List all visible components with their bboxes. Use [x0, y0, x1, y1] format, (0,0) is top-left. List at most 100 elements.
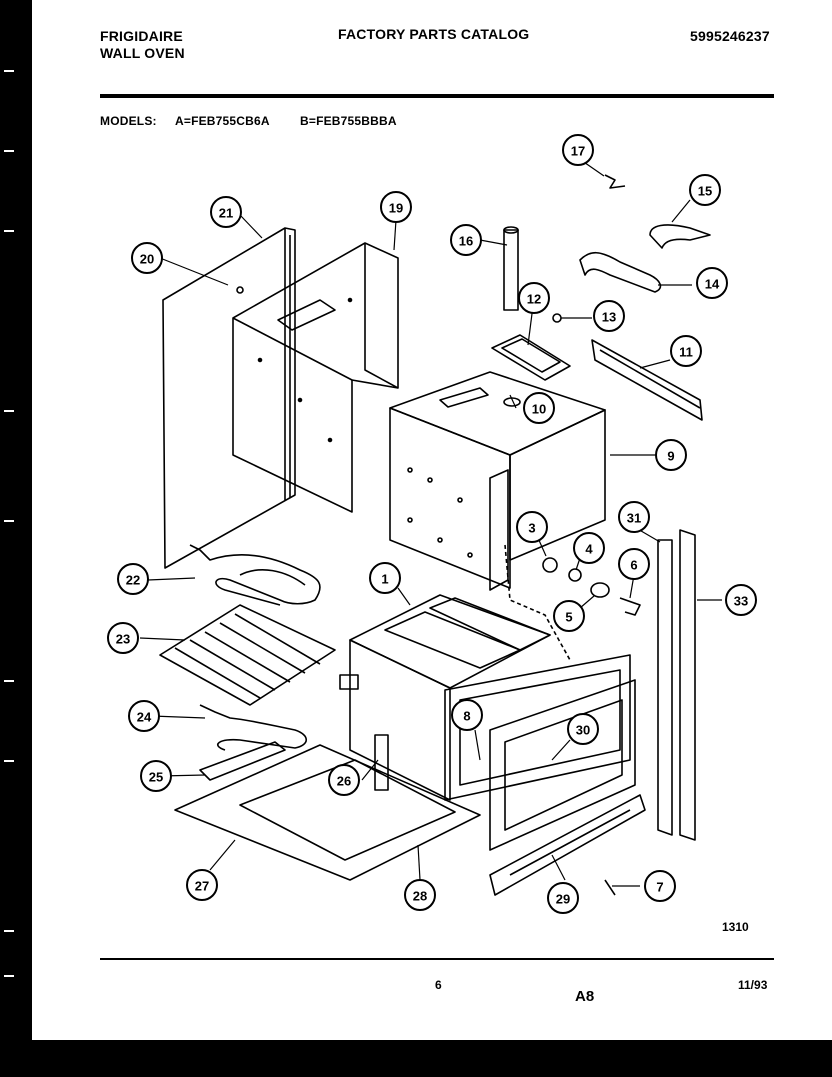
callout-26: 26 [328, 764, 360, 796]
model-b: B=FEB755BBBA [300, 114, 397, 128]
callout-label: 29 [556, 892, 570, 907]
callout-1: 1 [369, 562, 401, 594]
callout-21: 21 [210, 196, 242, 228]
vent-part [491, 334, 571, 381]
callout-label: 26 [337, 774, 351, 789]
callout-22: 22 [117, 563, 149, 595]
callout-11: 11 [670, 335, 702, 367]
callout-label: 33 [734, 594, 748, 609]
callout-label: 14 [705, 277, 720, 292]
callout-label: 10 [532, 402, 546, 417]
callout-label: 28 [413, 889, 427, 904]
models-label: MODELS: [100, 114, 157, 128]
callout-label: 8 [463, 709, 470, 724]
revision-date: 11/93 [738, 978, 768, 992]
outer-wrapper-part [389, 371, 606, 591]
footer-rule [100, 958, 774, 960]
callout-label: 7 [656, 880, 663, 895]
callout-4: 4 [573, 532, 605, 564]
callout-label: 9 [667, 449, 674, 464]
oven-liner-part [339, 594, 551, 801]
page-number: 6 [435, 978, 442, 992]
model-a: A=FEB755CB6A [175, 114, 270, 128]
callout-label: 16 [459, 234, 473, 249]
control-panel-part [489, 794, 646, 896]
callout-19: 19 [380, 191, 412, 223]
callout-label: 23 [116, 632, 130, 647]
brace-part [374, 734, 389, 791]
side-trim-part [657, 529, 696, 841]
callout-label: 15 [698, 184, 712, 199]
scan-border-left [0, 0, 32, 1077]
callout-10: 10 [523, 392, 555, 424]
header-rule [100, 94, 774, 98]
callout-15: 15 [689, 174, 721, 206]
callout-5: 5 [553, 600, 585, 632]
figure-code: 1310 [722, 920, 749, 934]
callout-label: 21 [219, 206, 233, 221]
callout-label: 13 [602, 310, 616, 325]
callout-8: 8 [451, 699, 483, 731]
callout-label: 20 [140, 252, 154, 267]
callout-23: 23 [107, 622, 139, 654]
callout-28: 28 [404, 879, 436, 911]
callout-label: 17 [571, 144, 585, 159]
callout-16: 16 [450, 224, 482, 256]
callout-24: 24 [128, 700, 160, 732]
catalog-number: 5995246237 [690, 28, 770, 44]
callout-label: 6 [630, 558, 637, 573]
vent-tube-part [503, 226, 519, 311]
inner-door-part [489, 679, 636, 851]
bottom-panel-part [174, 744, 481, 881]
callout-label: 11 [679, 345, 693, 360]
screw-part [604, 879, 616, 896]
brand-name: FRIGIDAIRE [100, 28, 183, 44]
elbow-part [649, 224, 711, 249]
bracket-part [591, 339, 703, 421]
callout-label: 27 [195, 879, 209, 894]
callout-label: 30 [576, 723, 590, 738]
callout-6: 6 [618, 548, 650, 580]
section-code: A8 [575, 988, 595, 1005]
hardware-parts [504, 544, 641, 661]
catalog-title: FACTORY PARTS CATALOG [338, 26, 530, 42]
liner-panel-part [232, 242, 399, 513]
callout-17: 17 [562, 134, 594, 166]
broil-element-part [199, 704, 308, 751]
callout-12: 12 [518, 282, 550, 314]
callout-25: 25 [140, 760, 172, 792]
hinge-bracket-part [199, 741, 286, 781]
callout-label: 4 [585, 542, 593, 557]
product-name: WALL OVEN [100, 45, 185, 61]
callout-label: 22 [126, 573, 140, 588]
scan-border-bottom [0, 1040, 832, 1077]
callout-label: 1 [381, 572, 388, 587]
callout-20: 20 [131, 242, 163, 274]
callout-13: 13 [593, 300, 625, 332]
screw-part [552, 313, 562, 323]
callout-label: 25 [149, 770, 163, 785]
callout-label: 12 [527, 292, 541, 307]
callout-label: 3 [528, 521, 535, 536]
tube-part [579, 251, 662, 293]
oven-rack-part [159, 604, 336, 706]
callout-label: 24 [137, 710, 152, 725]
rear-panel-part [162, 227, 296, 569]
callout-29: 29 [547, 882, 579, 914]
callout-label: 5 [565, 610, 572, 625]
clip-part [604, 174, 626, 189]
callout-label: 31 [627, 511, 641, 526]
callout-9: 9 [655, 439, 687, 471]
callout-33: 33 [725, 584, 757, 616]
bake-element-part [189, 544, 321, 606]
callout-7: 7 [644, 870, 676, 902]
callout-31: 31 [618, 501, 650, 533]
callout-14: 14 [696, 267, 728, 299]
callout-30: 30 [567, 713, 599, 745]
callout-27: 27 [186, 869, 218, 901]
callout-label: 19 [389, 201, 403, 216]
callout-3: 3 [516, 511, 548, 543]
door-frame-part [444, 654, 631, 801]
